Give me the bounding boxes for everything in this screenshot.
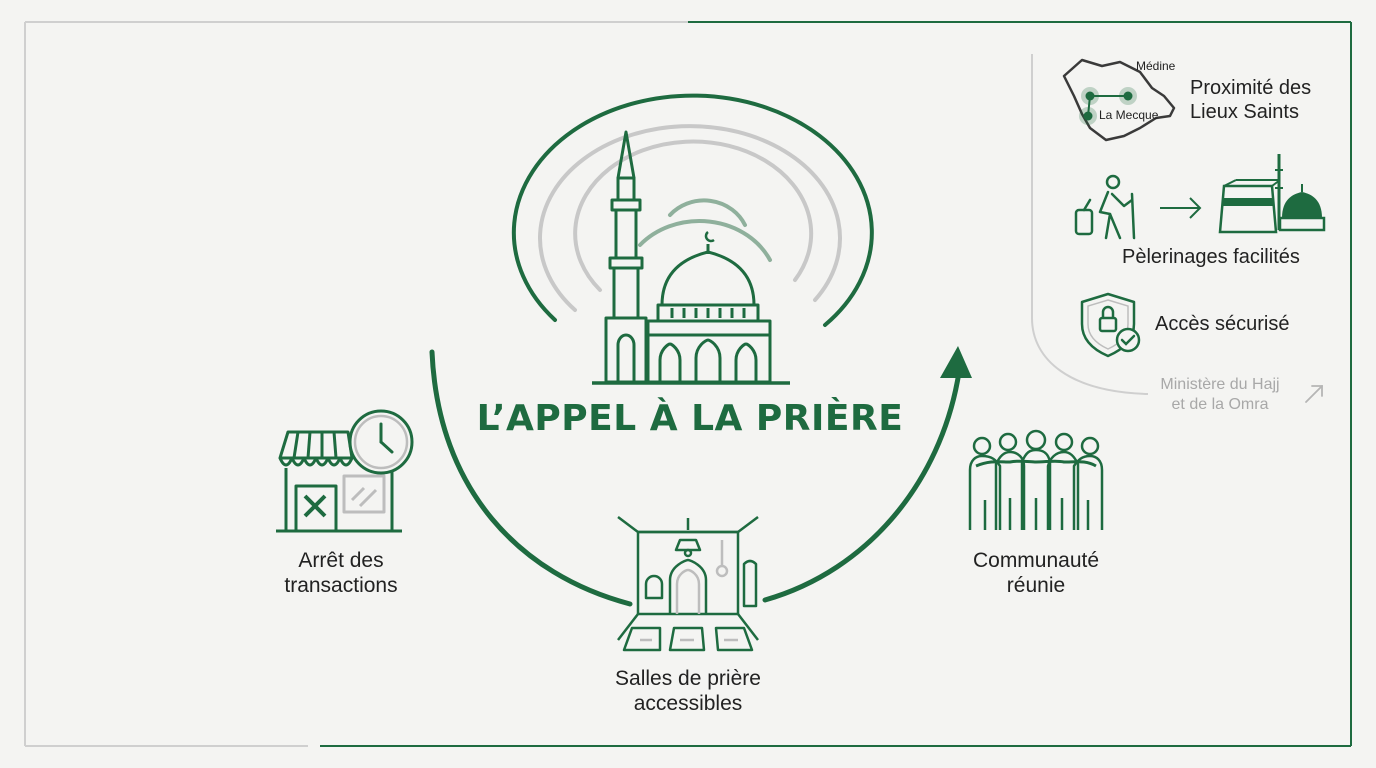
kaaba-icon <box>1218 179 1281 234</box>
transactions-label-line1: Arrêt des <box>298 549 384 572</box>
frame <box>24 21 1352 747</box>
prayer-rooms-label-line2: accessibles <box>633 692 743 715</box>
map-label-mecca: La Mecque <box>1099 108 1159 122</box>
prayer-rooms-label: Salles de prière accessibles <box>588 666 788 716</box>
prayer-rooms-label-line1: Salles de prière <box>615 667 761 690</box>
transactions-label: Arrêt des transactions <box>256 548 426 598</box>
arrow-right-icon <box>1160 197 1202 219</box>
map-label-medina: Médine <box>1136 59 1176 73</box>
community-icon <box>968 429 1104 530</box>
arrow-head-icon <box>940 346 972 378</box>
diagram-title: L’APPEL À LA PRIÈRE <box>476 398 904 439</box>
ministry-link[interactable]: Ministère du Hajj et de la Omra <box>1140 375 1300 415</box>
shield-lock-icon <box>1080 292 1141 358</box>
pilgrimage-label: Pèlerinages facilités <box>1122 246 1300 268</box>
map-icon <box>1062 58 1176 142</box>
green-dome-icon <box>1275 154 1326 232</box>
cycle-arrow <box>429 349 961 607</box>
proximity-label-line2: Lieux Saints <box>1190 101 1299 123</box>
community-label-line2: réunie <box>1006 574 1066 597</box>
proximity-label: Proximité des Lieux Saints <box>1190 76 1311 124</box>
prayer-room-icon <box>617 516 759 652</box>
pilgrim-icon <box>1074 174 1136 240</box>
clock-icon <box>348 409 414 475</box>
proximity-label-line1: Proximité des <box>1190 77 1312 99</box>
security-label: Accès sécurisé <box>1155 313 1290 335</box>
panel-border <box>1031 54 1149 395</box>
external-link-icon[interactable] <box>1305 385 1323 403</box>
ministry-line1: Ministère du Hajj <box>1160 376 1280 393</box>
ministry-line2: et de la Omra <box>1171 396 1269 413</box>
sound-waves-icon <box>511 93 874 327</box>
community-label: Communauté réunie <box>946 548 1126 598</box>
community-label-line1: Communauté <box>972 549 1100 572</box>
shop-closed-icon <box>276 430 402 533</box>
mosque-icon <box>592 130 790 385</box>
transactions-label-line2: transactions <box>284 574 398 597</box>
